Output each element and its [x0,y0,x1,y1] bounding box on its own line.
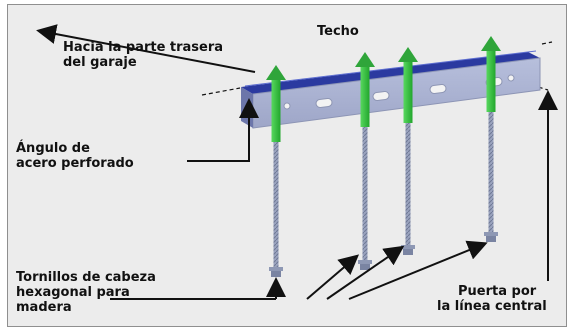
screws-callout-leaders [110,240,488,300]
lift-arrow-3 [398,47,418,123]
ceiling-reference-left [201,87,241,96]
door-label-line2: la línea central [437,299,547,314]
screws-label-line2: hexagonal para [16,285,130,300]
diagram-frame [7,4,567,327]
toward-back-label-line1: Hacia la parte trasera [63,40,223,55]
rear-direction-arrow [36,24,256,73]
screw-3 [401,120,415,255]
screws-label-line1: Tornillos de cabeza [16,270,156,285]
door-label-line1: Puerta por [458,284,537,299]
screw-1 [269,140,283,277]
lift-arrow-4 [481,36,501,112]
lift-arrow-1 [266,65,286,142]
angle-label-line2: acero perforado [16,156,134,171]
angle-callout-leader [187,98,259,162]
ceiling-label: Techo [317,24,359,39]
toward-back-label-line2: del garaje [63,55,137,70]
screw-2 [358,124,372,270]
screws-label-line3: madera [16,300,72,315]
ceiling-reference-right [541,41,553,45]
angle-label-line1: Ángulo de [16,140,90,156]
lift-arrow-2 [355,52,375,127]
screw-4 [484,110,498,242]
